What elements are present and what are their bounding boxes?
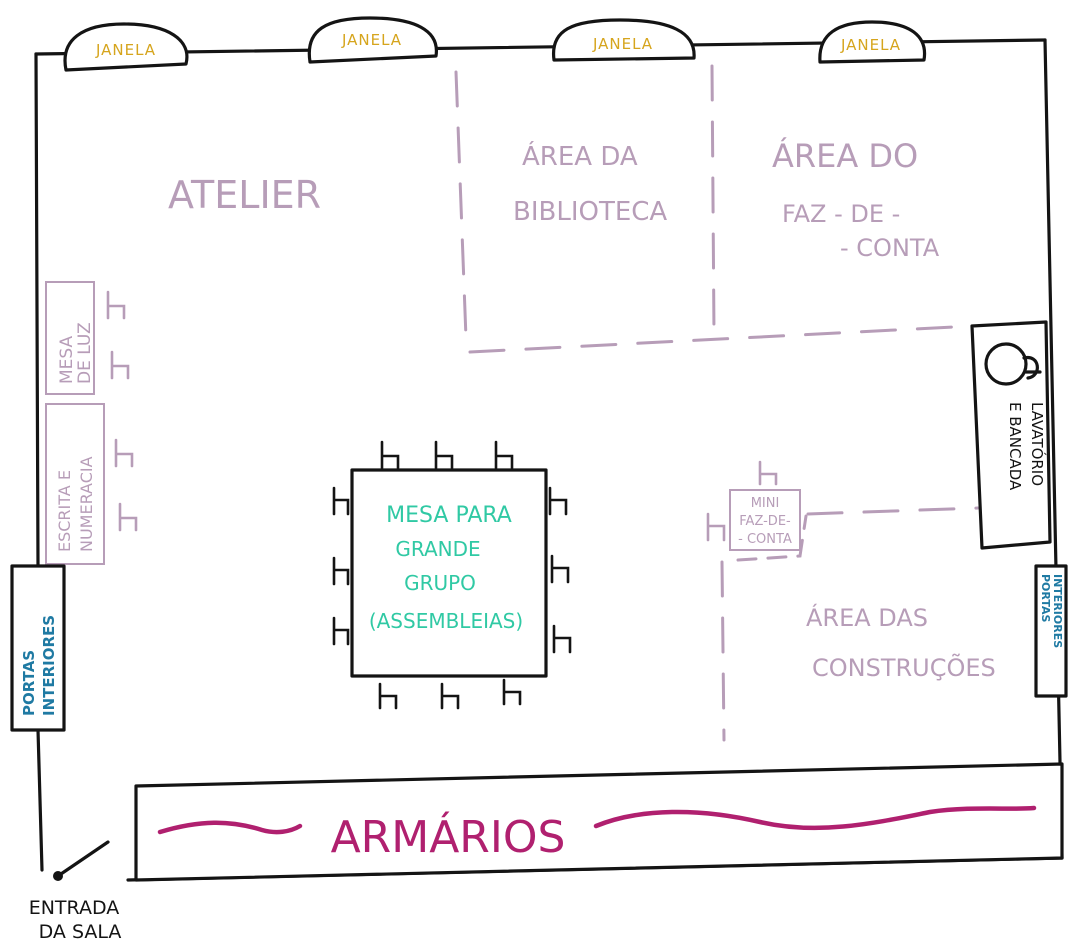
svg-text:JANELA: JANELA <box>840 36 901 54</box>
sink-counter: LAVATÓRIO E BANCADA <box>970 320 1052 550</box>
writing-table: ESCRITA E NUMERACIA <box>45 403 105 565</box>
mini-pretend-area: MINI FAZ-DE- - CONTA <box>706 460 801 551</box>
interior-doors-right: PORTAS INTERIORES <box>1034 564 1068 698</box>
window-4: JANELA <box>818 20 927 64</box>
svg-text:MESA: MESA <box>57 335 77 384</box>
construction-label-line2: CONSTRUÇÕES <box>812 652 996 682</box>
window-3: JANELA <box>551 18 696 62</box>
svg-text:DE LUZ: DE LUZ <box>75 322 95 384</box>
svg-text:E BANCADA: E BANCADA <box>1006 402 1024 491</box>
entrance-label-line2: DA SALA <box>39 921 122 943</box>
construction-left-divider <box>720 560 726 742</box>
svg-text:LAVATÓRIO: LAVATÓRIO <box>1028 402 1047 486</box>
wall-left-lower <box>36 728 44 872</box>
interior-doors-left: PORTAS INTERIORES <box>10 564 66 732</box>
library-left-divider <box>454 70 468 340</box>
library-label-line1: ÁREA DA <box>522 140 638 172</box>
window-2: JANELA <box>307 16 438 64</box>
cabinets: ARMÁRIOS <box>134 762 1064 882</box>
light-table: MESA DE LUZ <box>45 281 95 395</box>
svg-text:PORTAS: PORTAS <box>1039 574 1052 623</box>
entrance-door-hinge <box>53 871 63 881</box>
wall-left-upper <box>34 52 40 568</box>
library-pretend-divider <box>710 64 716 336</box>
svg-text:ESCRITA E: ESCRITA E <box>55 470 74 552</box>
big-table-label-line2: GRANDE <box>395 537 480 561</box>
svg-text:FAZ-DE-: FAZ-DE- <box>739 514 791 529</box>
mini-pretend-dash <box>736 514 808 562</box>
big-table-label-line1: MESA PARA <box>386 503 512 528</box>
big-group-table <box>350 468 548 678</box>
upper-areas-bottom-divider <box>468 324 974 354</box>
atelier-label: ATELIER <box>168 173 321 217</box>
construction-label-line1: ÁREA DAS <box>806 603 928 632</box>
library-label-line2: BIBLIOTECA <box>513 197 667 227</box>
svg-text:PORTAS: PORTAS <box>20 650 38 716</box>
svg-text:INTERIORES: INTERIORES <box>1051 574 1064 648</box>
svg-text:ARMÁRIOS: ARMÁRIOS <box>331 810 566 863</box>
svg-text:JANELA: JANELA <box>592 35 653 53</box>
svg-text:INTERIORES: INTERIORES <box>40 615 58 716</box>
pretend-label-line2: FAZ - DE - <box>782 200 900 228</box>
side-chairs <box>106 290 138 532</box>
pretend-label-line1: ÁREA DO <box>772 137 918 175</box>
big-table-label-line3: GRUPO <box>404 571 476 595</box>
svg-text:- CONTA: - CONTA <box>738 532 792 547</box>
big-table-chairs <box>332 440 572 710</box>
big-table-label-line4: (ASSEMBLEIAS) <box>369 609 523 633</box>
window-1: JANELA <box>63 22 189 72</box>
construction-top-divider <box>806 506 980 516</box>
svg-text:JANELA: JANELA <box>341 31 402 49</box>
svg-text:MINI: MINI <box>751 496 780 511</box>
svg-text:NUMERACIA: NUMERACIA <box>77 456 96 552</box>
svg-text:JANELA: JANELA <box>95 41 156 59</box>
entrance-door-swing <box>56 840 110 878</box>
wall-right <box>1043 38 1064 860</box>
pretend-label-line3: - CONTA <box>840 234 940 262</box>
entrance-label-line1: ENTRADA <box>29 897 120 919</box>
